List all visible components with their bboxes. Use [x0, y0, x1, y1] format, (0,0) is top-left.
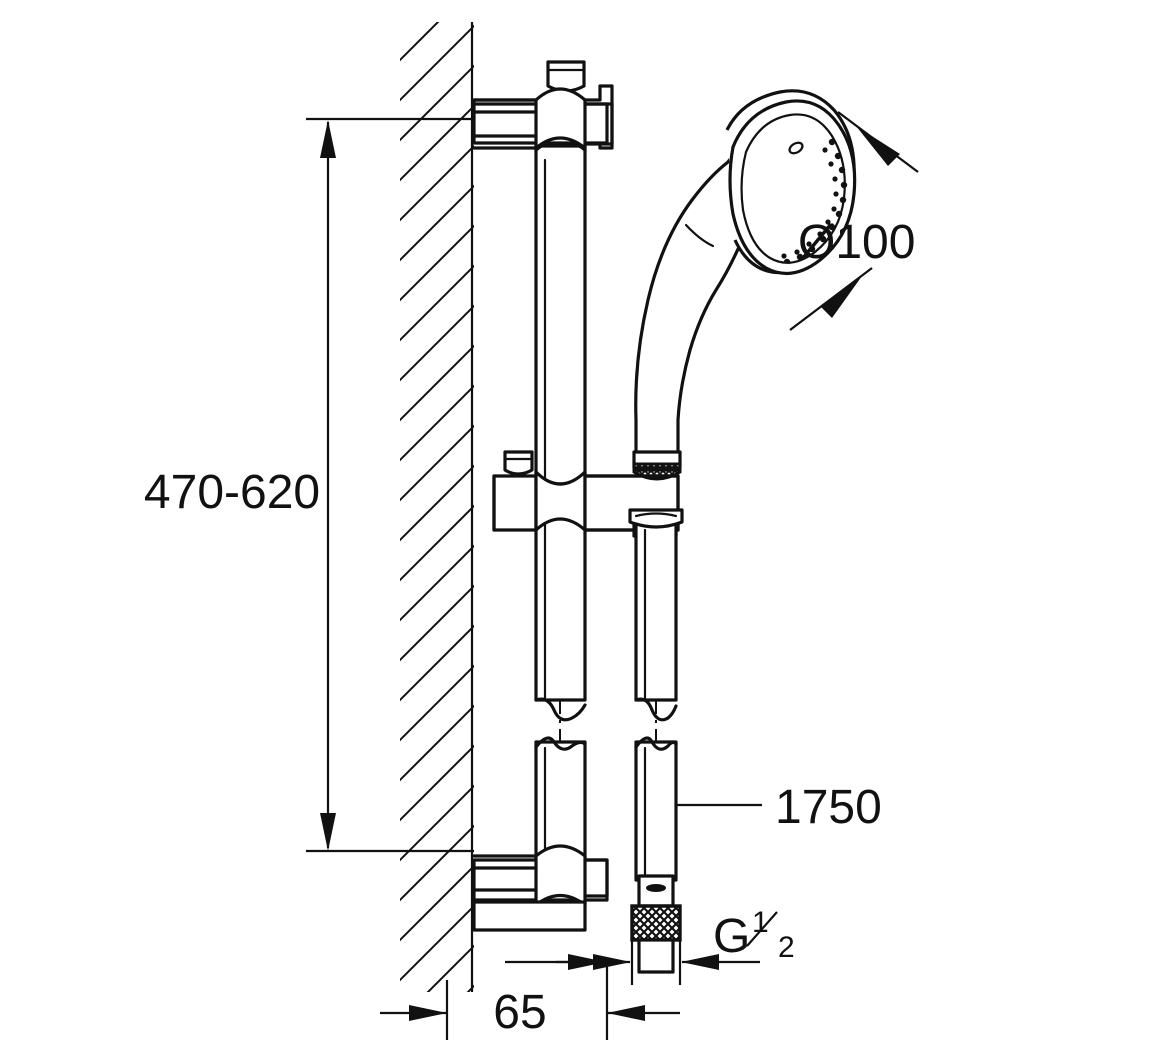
dimension-rail-height-range: 470-620 — [144, 117, 474, 853]
lower-wall-bracket — [472, 844, 609, 932]
dimension-label-hose-length: 1750 — [775, 781, 882, 834]
knurled-hose-nut — [630, 904, 682, 942]
hose-end-marker — [646, 884, 666, 892]
shower-hose — [628, 508, 684, 974]
dimension-hose-thread: G 1 2 — [556, 906, 795, 985]
wall-hatching — [400, 22, 474, 992]
dimension-label-thread-g: G — [713, 910, 750, 963]
dimension-hose-length: 1750 — [676, 781, 882, 834]
dimension-label-head-diameter: Ø100 — [798, 216, 915, 269]
upper-wall-bracket — [472, 60, 614, 150]
dimension-label-wall-projection: 65 — [493, 986, 546, 1039]
dimension-shower-head-diameter: Ø100 — [789, 111, 919, 331]
dimension-wall-projection: 65 — [380, 954, 680, 1040]
dimension-label-thread-denominator: 2 — [778, 931, 795, 964]
nozzle-marker — [788, 141, 804, 155]
dimension-label-thread-numerator: 1 — [752, 906, 769, 939]
wall-section — [400, 22, 474, 992]
dimension-label-rail-height: 470-620 — [144, 466, 320, 519]
hand-shower-head — [632, 89, 857, 481]
spray-nozzle-ring — [781, 138, 848, 266]
